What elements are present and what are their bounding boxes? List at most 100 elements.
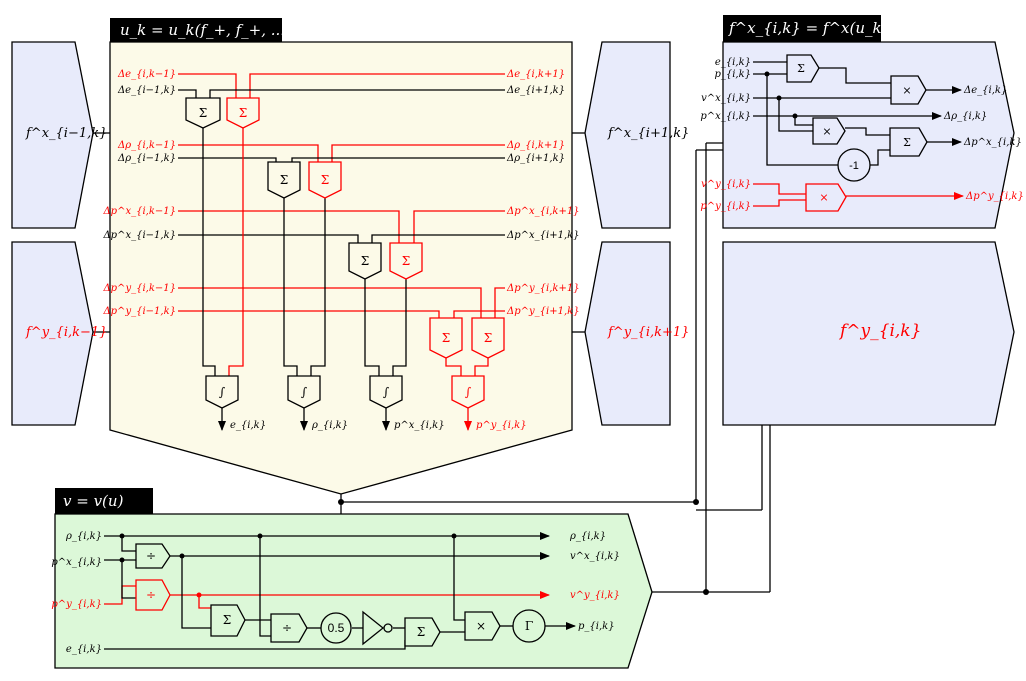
v-op-label: ×	[476, 619, 486, 633]
integral-symbol: ∫	[383, 385, 390, 399]
u-header-text: u_k = u_k(f_+, f_+, ...)	[120, 21, 291, 39]
u-left-label: Δe_{i−1,k}	[117, 85, 176, 96]
v-header-text: v = v(u)	[63, 492, 124, 510]
v-output-labels: ρ_{i,k} v^x_{i,k} v^y_{i,k} p_{i,k}	[569, 531, 620, 632]
u-output-labels: e_{i,k} ρ_{i,k} p^x_{i,k} p^y_{i,k}	[230, 420, 527, 431]
u-right-label: Δe_{i,k+1}	[506, 69, 565, 80]
u-output-arrows	[218, 408, 472, 431]
v-output-label: v^y_{i,k}	[570, 590, 620, 601]
v-op-label: Γ	[525, 619, 533, 633]
fx-input-label: p^y_{i,k}	[700, 201, 751, 212]
v-op-label: Σ	[417, 625, 425, 639]
fx-output-label: Δρ_{i,k}	[943, 111, 987, 122]
v-input-label: p^x_{i,k}	[51, 557, 102, 568]
u-right-labels: Δe_{i,k+1} Δe_{i+1,k} Δρ_{i,k+1} Δρ_{i+1…	[506, 69, 580, 317]
fx-output-labels: Δe_{i,k} Δρ_{i,k} Δp^x_{i,k} Δp^y_{i,k}	[943, 85, 1024, 202]
u-output-label: p^x_{i,k}	[394, 420, 445, 431]
fx-left-label: f^x_{i−1,k}	[25, 126, 107, 141]
junction-dot	[693, 499, 699, 505]
u-input-wires	[178, 73, 505, 318]
u-output-label: ρ_{i,k}	[311, 420, 348, 431]
u-left-label: Δp^x_{i−1,k}	[102, 230, 176, 241]
v-output-label: v^x_{i,k}	[570, 551, 620, 562]
fy-left-label: f^y_{i,k−1}	[25, 325, 107, 340]
fx-op-labels: Σ × × Σ -1 ×	[797, 62, 912, 204]
sum-symbol: Σ	[402, 254, 410, 268]
fx-output-label: Δp^x_{i,k}	[963, 137, 1022, 148]
v-op-labels: ÷ ÷ Σ ÷ 0.5 Σ × Γ	[146, 549, 533, 639]
fx-op-label: -1	[849, 160, 859, 172]
u-right-label: Δp^y_{i,k+1}	[506, 283, 580, 294]
sum-symbol: Σ	[199, 106, 207, 120]
v-output-label: p_{i,k}	[578, 621, 615, 632]
u-left-labels: Δe_{i,k−1} Δe_{i−1,k} Δρ_{i,k−1} Δρ_{i−1…	[102, 69, 176, 317]
v-block	[54, 513, 653, 669]
integral-symbol: ∫	[301, 385, 308, 399]
u-right-label: Δρ_{i+1,k}	[506, 153, 565, 164]
sum-symbol: Σ	[280, 173, 288, 187]
v-op-label: ÷	[282, 621, 292, 635]
fx-op-label: Σ	[797, 62, 805, 75]
fx-dots	[764, 71, 798, 119]
fy-left-block	[11, 241, 94, 426]
u-left-label: Δe_{i,k−1}	[117, 69, 176, 80]
side-connectors	[93, 132, 585, 333]
u-left-label: Δρ_{i,k−1}	[117, 140, 176, 151]
v-op-label: Σ	[223, 613, 231, 627]
sum-symbol: Σ	[321, 173, 329, 187]
fy-right-block	[584, 241, 671, 426]
v-header-bg	[55, 488, 153, 514]
fx-right-label: f^x_{i+1,k}	[607, 126, 689, 141]
fy-right-label: f^y_{i,k+1}	[607, 325, 689, 340]
fx-input-label: v^x_{i,k}	[701, 93, 751, 104]
v-input-labels: ρ_{i,k} p^x_{i,k} p^y_{i,k} e_{i,k}	[51, 531, 102, 655]
u-right-label: Δe_{i+1,k}	[506, 85, 565, 96]
v-input-label: e_{i,k}	[66, 644, 102, 655]
u-right-label: Δp^x_{i+1,k}	[506, 230, 580, 241]
u-header-bg	[110, 18, 282, 42]
u-right-label: Δρ_{i,k+1}	[506, 140, 565, 151]
integral-symbol: ∫	[219, 385, 226, 399]
fx-input-label: p^x_{i,k}	[700, 111, 751, 122]
v-output-label: ρ_{i,k}	[569, 531, 606, 542]
u-right-label: Δp^y_{i+1,k}	[506, 306, 580, 317]
v-op-label: ÷	[146, 549, 156, 563]
fx-op-blocks	[786, 54, 928, 212]
fy-center-block	[722, 241, 1015, 426]
fx-op-label: ×	[902, 84, 911, 97]
v-op-blocks	[135, 543, 546, 647]
v-op-label: ÷	[146, 588, 156, 602]
sum-symbol: Σ	[239, 106, 247, 120]
inter-block-wires	[340, 142, 771, 593]
u-left-label: Δp^y_{i,k−1}	[102, 283, 176, 294]
fx-op-label: ×	[819, 191, 828, 204]
fx-input-label: e_{i,k}	[715, 57, 751, 68]
fx-op-label: Σ	[903, 136, 911, 149]
fx-output-label: Δp^y_{i,k}	[965, 191, 1024, 202]
u-right-label: Δp^x_{i,k+1}	[506, 206, 580, 217]
u-integrators	[205, 375, 485, 409]
u-output-label: p^y_{i,k}	[476, 420, 527, 431]
fx-op-label: ×	[822, 125, 831, 138]
v-op-label: 0.5	[328, 621, 345, 635]
fx-input-label: v^y_{i,k}	[701, 179, 751, 190]
u-left-label: Δp^y_{i−1,k}	[102, 306, 176, 317]
junction-dot	[338, 499, 344, 505]
junction-dot	[703, 589, 709, 595]
fx-right-block	[584, 41, 671, 229]
fx-output-label: Δe_{i,k}	[963, 85, 1007, 96]
fx-input-labels: e_{i,k} p_{i,k} v^x_{i,k} p^x_{i,k} v^y_…	[700, 57, 751, 212]
u-sum-paths	[202, 128, 489, 376]
fx-header-bg	[723, 15, 881, 42]
v-input-label: p^y_{i,k}	[51, 599, 102, 610]
u-sum-blocks	[185, 97, 505, 359]
fx-wires	[753, 61, 964, 207]
u-left-label: Δρ_{i−1,k}	[117, 153, 176, 164]
sum-symbol: Σ	[361, 254, 369, 268]
integral-symbol: ∫	[465, 385, 472, 399]
fx-input-label: p_{i,k}	[714, 69, 751, 80]
fx-left-block	[11, 41, 94, 229]
fx-header-text: f^x_{i,k} = f^x(u_k, v_k)	[728, 19, 922, 37]
v-dots	[119, 533, 457, 598]
